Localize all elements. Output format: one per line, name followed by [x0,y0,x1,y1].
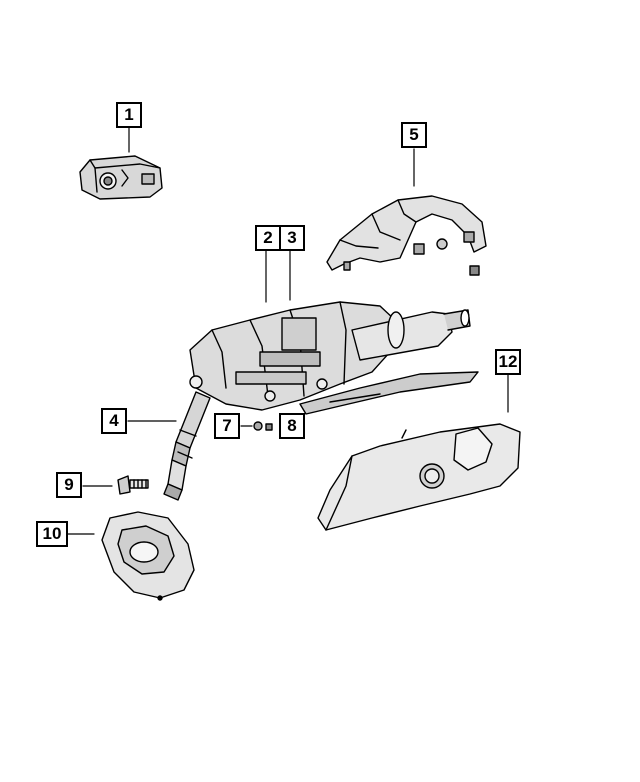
callout-10: 10 [36,521,68,547]
part-4-intermediate-shaft [163,391,211,501]
part-9-bolt [117,475,149,495]
callout-9: 9 [56,472,82,498]
callout-5: 5 [401,122,427,148]
steering-column-assembly [189,301,479,415]
part-10-boot [101,511,195,601]
leader-lines [66,127,509,535]
callout-7: 7 [214,413,240,439]
part-8-nut [265,423,273,431]
callout-12: 12 [495,349,521,375]
callout-8: 8 [279,413,305,439]
part-12-lower-shroud [317,423,521,531]
part-5-upper-shroud [326,195,487,276]
callout-1: 1 [116,102,142,128]
callout-2: 2 [255,225,281,251]
part-1-module [79,155,163,200]
part-7-fastener [253,421,263,431]
callout-3: 3 [279,225,305,251]
callout-4: 4 [101,408,127,434]
